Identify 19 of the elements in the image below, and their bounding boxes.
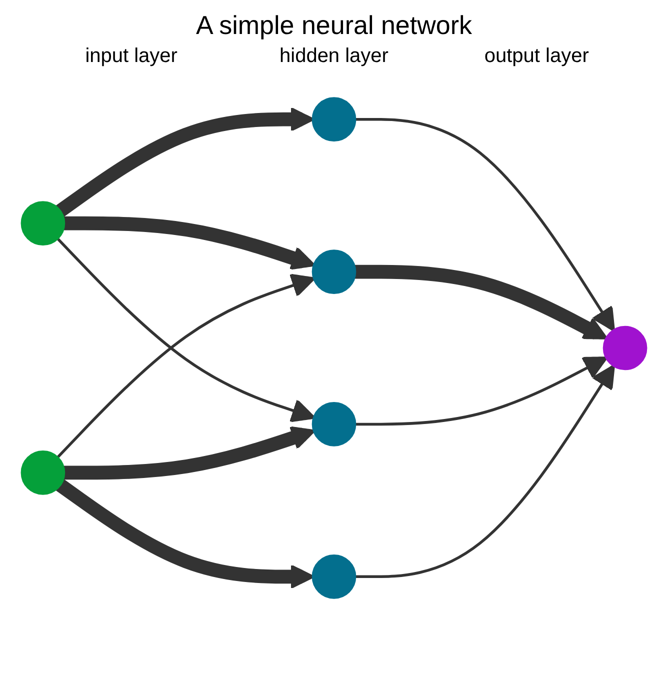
node-circle xyxy=(312,554,356,599)
node-circle xyxy=(312,97,356,142)
arrow xyxy=(64,426,316,480)
node-circle xyxy=(602,326,648,370)
node-circle xyxy=(312,250,356,294)
diagram-title: A simple neural network xyxy=(194,10,474,41)
arrow xyxy=(354,356,608,426)
layer-label: input layer xyxy=(84,45,178,68)
node-circle xyxy=(312,402,356,446)
arrow xyxy=(354,364,615,578)
node-circle xyxy=(20,201,66,246)
arrow xyxy=(354,118,615,332)
arrow xyxy=(64,216,316,270)
arrow xyxy=(56,237,316,422)
node-circle xyxy=(20,450,66,495)
arrow xyxy=(354,264,608,340)
layer-label: hidden layer xyxy=(278,45,389,68)
layer-label: output layer xyxy=(483,45,590,68)
arrow xyxy=(56,274,316,459)
